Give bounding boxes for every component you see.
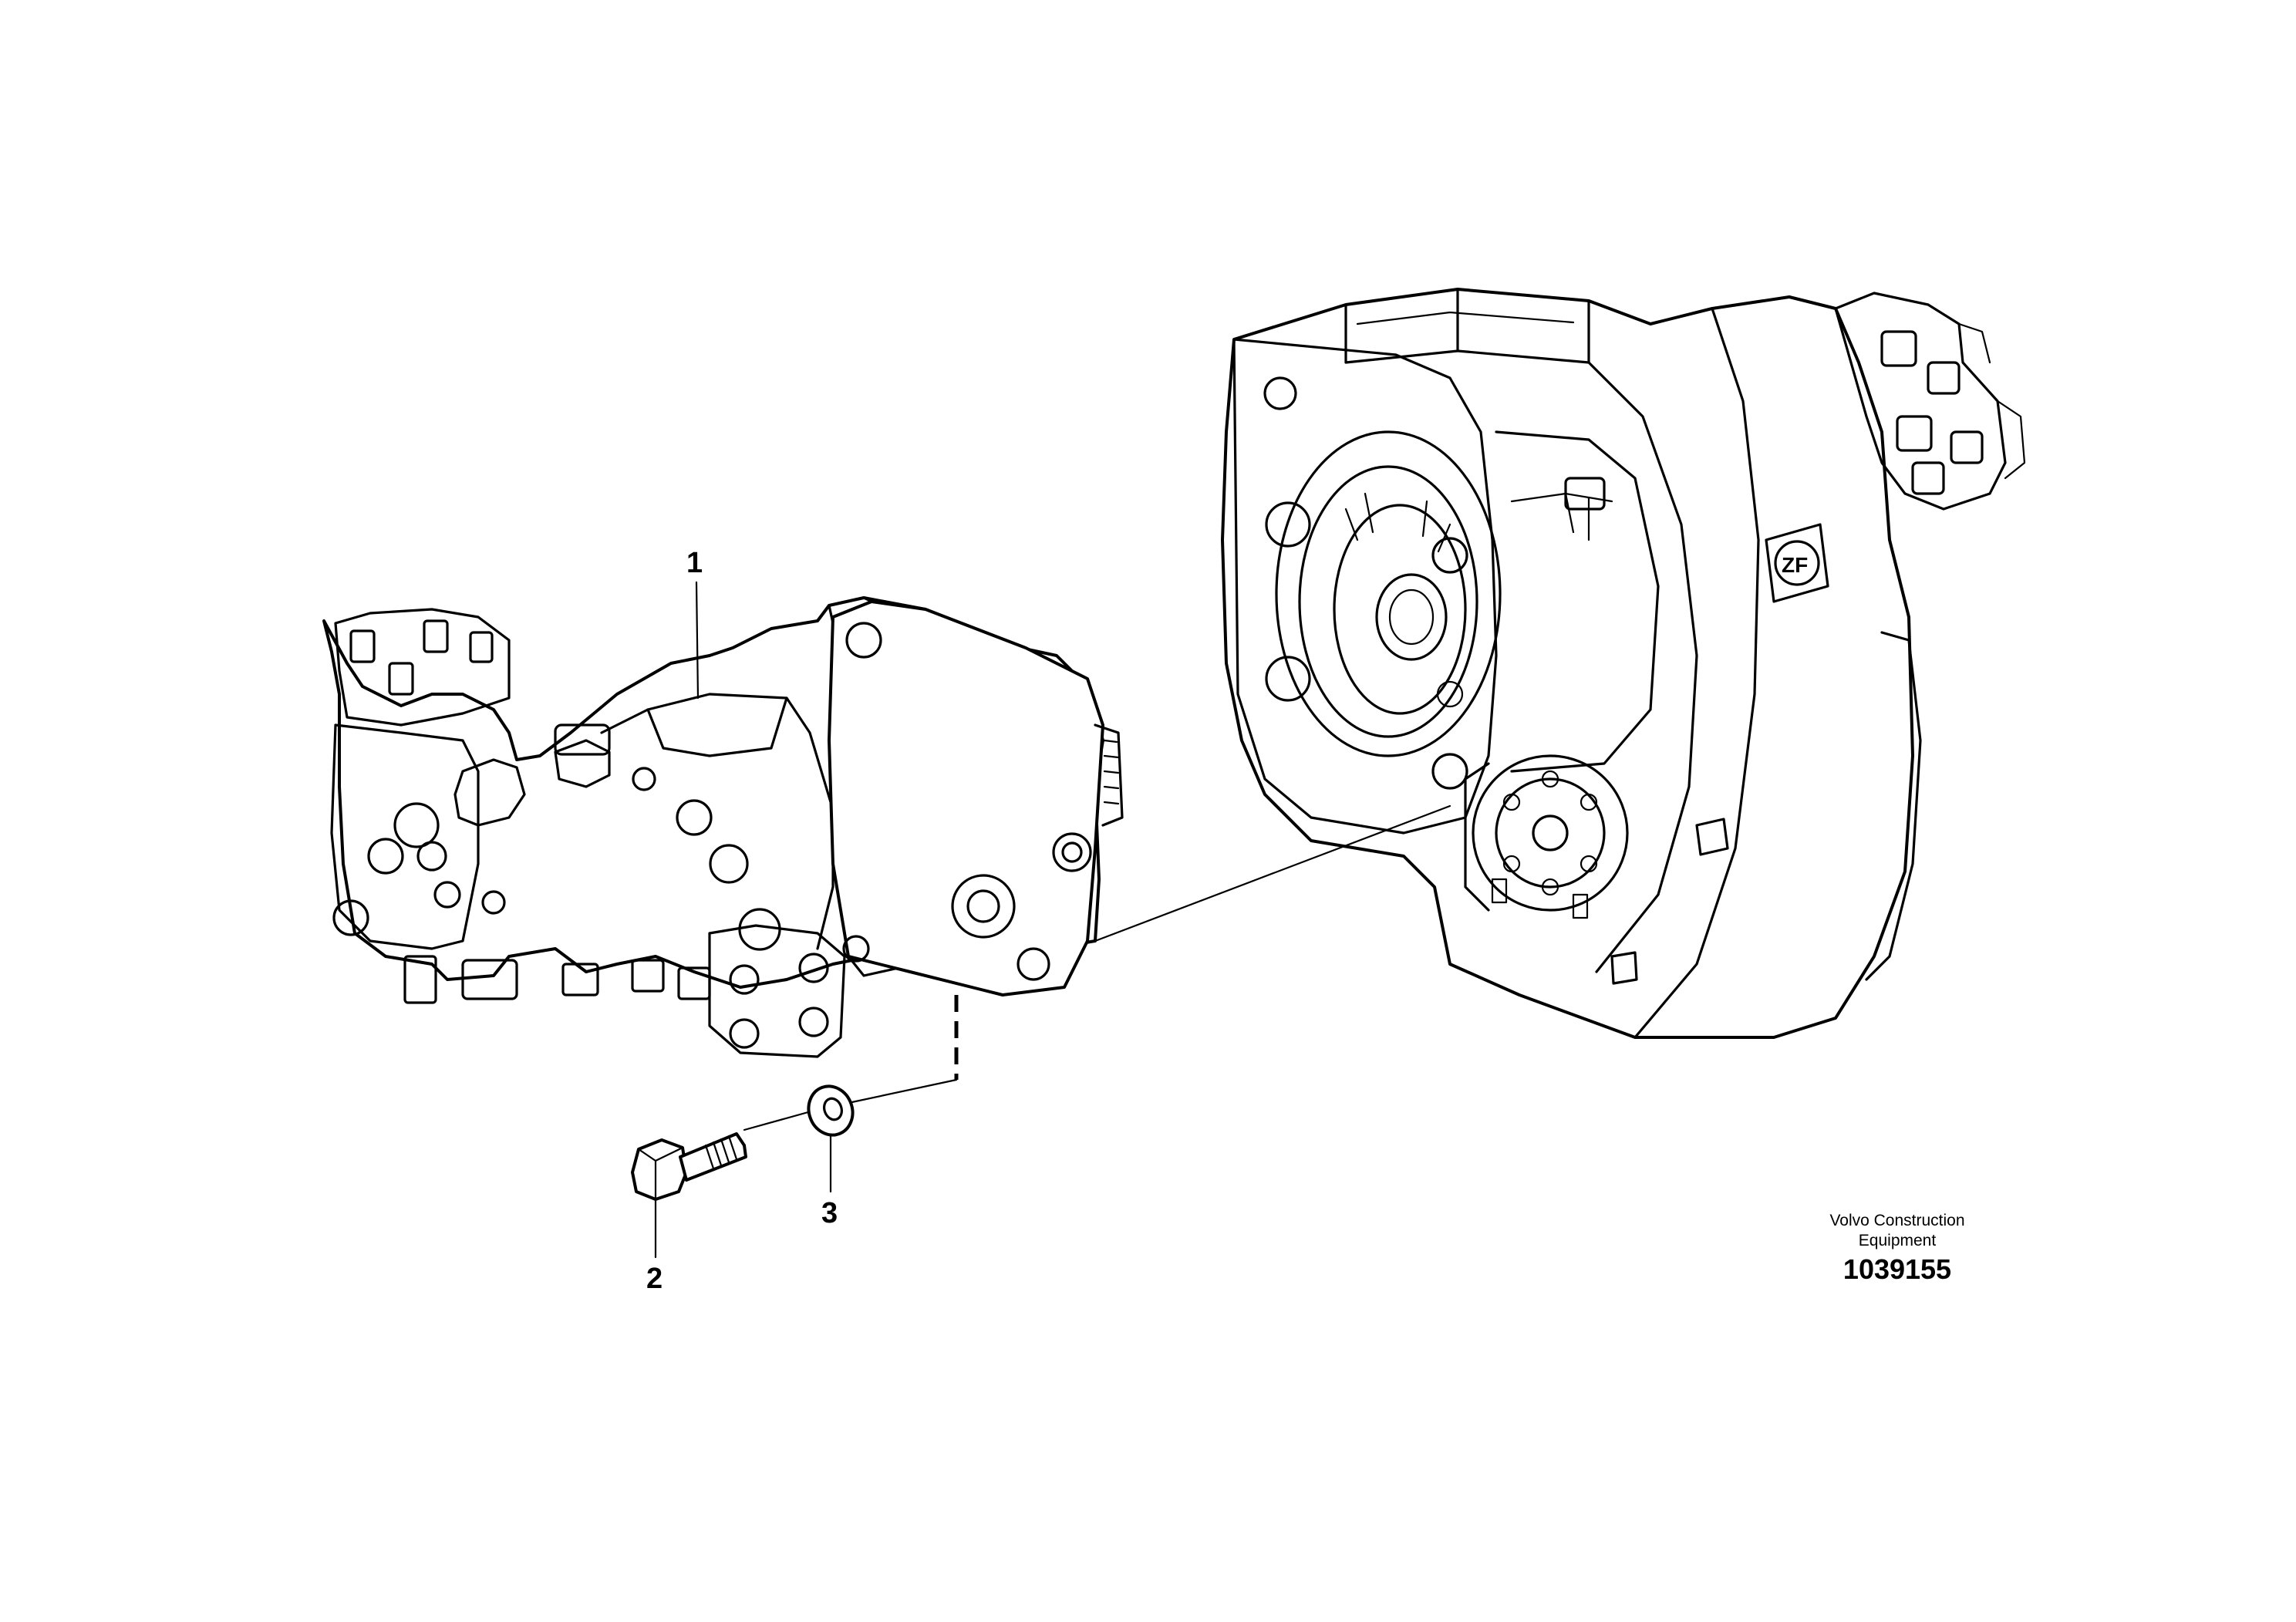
hydraulic-motor-icon <box>322 596 1124 1058</box>
assembly-lines <box>654 581 1451 1259</box>
transmission-gearbox-icon: ZF <box>1221 288 2026 1039</box>
manufacturer-line-2: Equipment <box>1858 1232 1937 1249</box>
callout-2-label: 2 <box>646 1263 663 1295</box>
callout-1-label: 1 <box>686 547 703 579</box>
zf-logo-icon: ZF <box>1765 523 1829 603</box>
manufacturer-caption: Volvo Construction Equipment <box>1774 1211 2021 1251</box>
bolt-icon <box>631 1132 747 1201</box>
svg-text:ZF: ZF <box>1782 553 1808 577</box>
callout-3-label: 3 <box>821 1197 838 1229</box>
manufacturer-line-1: Volvo Construction <box>1829 1212 1965 1229</box>
illustration-number: 1039155 <box>1843 1253 1952 1285</box>
washer-icon <box>807 1084 855 1137</box>
